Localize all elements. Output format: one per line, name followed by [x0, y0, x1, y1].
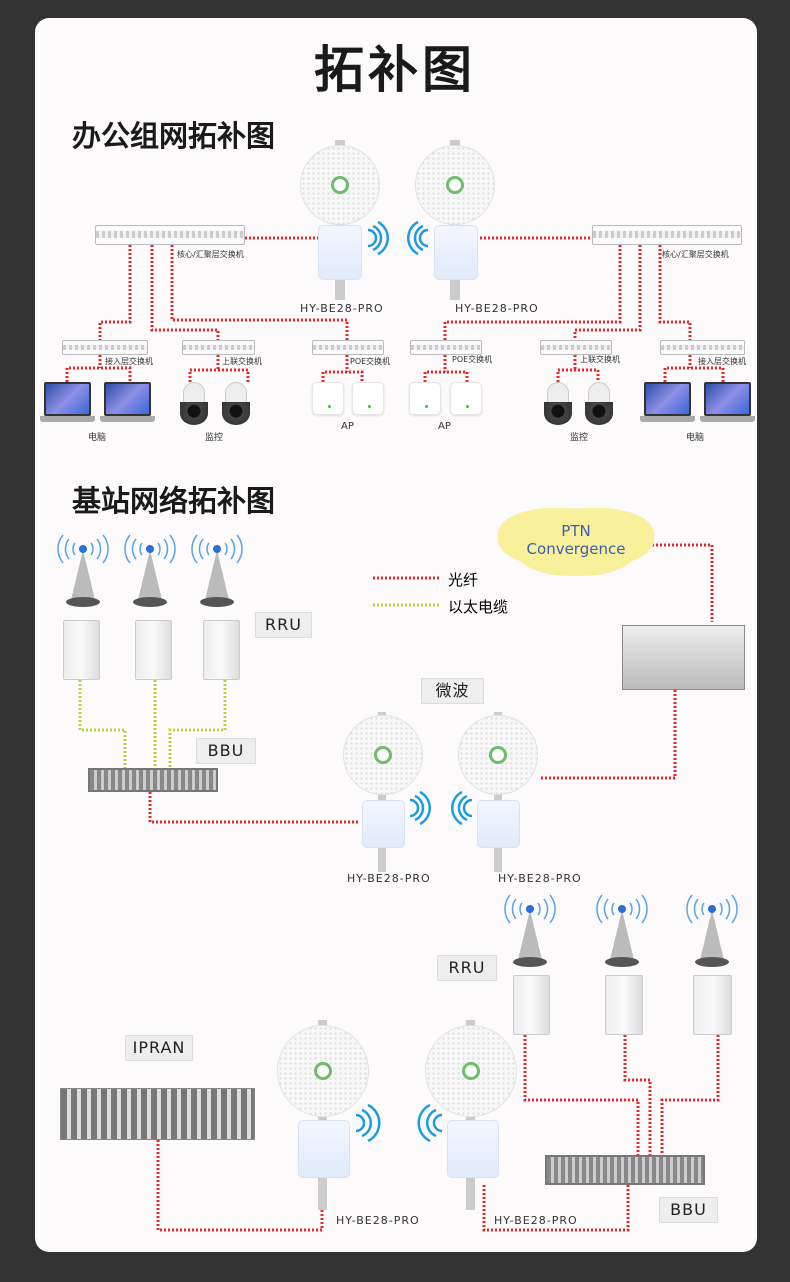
- radio-label: HY-BE28-PRO: [494, 1214, 578, 1227]
- access-switch: [62, 340, 148, 355]
- pc-label: 电脑: [686, 433, 705, 443]
- radio-label: HY-BE28-PRO: [498, 872, 582, 885]
- access-point: [352, 382, 384, 415]
- ap-label: AP: [438, 421, 451, 432]
- rru-unit: [605, 975, 643, 1035]
- antenna-icon: [596, 894, 648, 967]
- radio-dish: [300, 145, 380, 225]
- ptn-convergence-label: Convergence: [526, 540, 626, 558]
- pc-label: 电脑: [88, 433, 107, 443]
- ptn-label: PTN: [561, 522, 591, 540]
- poe-switch: [410, 340, 482, 355]
- bbu-unit: [88, 768, 218, 792]
- radio-unit: [298, 1120, 350, 1178]
- rru-unit: [203, 620, 240, 680]
- base-station-heading: 基站网络拓补图: [72, 484, 276, 518]
- wifi-icons: [355, 220, 473, 1143]
- uplink-switch: [540, 340, 612, 355]
- radio-unit: [434, 225, 478, 280]
- radio-unit: [447, 1120, 499, 1178]
- camera-label: 监控: [205, 433, 224, 443]
- camera: [220, 382, 252, 425]
- camera: [583, 382, 615, 425]
- antenna-icon: [57, 534, 109, 607]
- rru-label: RRU: [437, 955, 497, 981]
- microwave-label: 微波: [421, 678, 484, 704]
- access-switch-label: 接入层交换机: [698, 357, 746, 366]
- camera: [178, 382, 210, 425]
- uplink-switch-label: 上联交换机: [222, 357, 262, 366]
- antenna-towers: [57, 534, 738, 967]
- rru-unit: [63, 620, 100, 680]
- rru-unit: [135, 620, 172, 680]
- core-switch-label: 核心/汇聚层交换机: [177, 250, 244, 259]
- poe-switch: [312, 340, 384, 355]
- access-switch: [660, 340, 745, 355]
- radio-label: HY-BE28-PRO: [300, 302, 384, 315]
- radio-dish: [277, 1025, 369, 1117]
- page-title: 拓补图: [314, 41, 476, 99]
- ethernet-lines: [78, 603, 440, 768]
- uplink-switch: [182, 340, 255, 355]
- radio-dish: [425, 1025, 517, 1117]
- access-point: [450, 382, 482, 415]
- radio-dish: [415, 145, 495, 225]
- poe-switch-label: POE交换机: [350, 357, 391, 366]
- laptop: [40, 382, 95, 422]
- bbu-label: BBU: [659, 1197, 718, 1223]
- bbu-label: BBU: [196, 738, 256, 764]
- laptop: [700, 382, 755, 422]
- antenna-icon: [504, 894, 556, 967]
- access-point: [312, 382, 344, 415]
- antenna-icon: [191, 534, 243, 607]
- radio-label: HY-BE28-PRO: [455, 302, 539, 315]
- radio-dish: [343, 715, 423, 795]
- radio-label: HY-BE28-PRO: [347, 872, 431, 885]
- legend-ethernet-label: 以太电缆: [448, 598, 509, 616]
- ipran-label: IPRAN: [125, 1035, 193, 1061]
- access-switch-label: 接入层交换机: [105, 357, 153, 366]
- antenna-icon: [686, 894, 738, 967]
- ap-label: AP: [341, 421, 354, 432]
- camera: [542, 382, 574, 425]
- core-switch-label: 核心/汇聚层交换机: [662, 250, 729, 259]
- fiber-lines: [65, 236, 725, 1232]
- ptn-equipment: [622, 625, 745, 690]
- radio-unit: [318, 225, 362, 280]
- core-switch-left: [95, 225, 245, 245]
- poe-switch-label: POE交换机: [452, 355, 493, 364]
- camera-label: 监控: [570, 433, 589, 443]
- laptop: [100, 382, 155, 422]
- rru-unit: [693, 975, 732, 1035]
- access-point: [409, 382, 441, 415]
- legend-fiber-label: 光纤: [448, 571, 479, 589]
- uplink-switch-label: 上联交换机: [580, 355, 620, 364]
- laptop: [640, 382, 695, 422]
- radio-unit: [362, 800, 405, 848]
- radio-label: HY-BE28-PRO: [336, 1214, 420, 1227]
- bbu-unit: [545, 1155, 705, 1185]
- ptn-cloud: PTN Convergence: [512, 510, 640, 576]
- rru-label: RRU: [255, 612, 312, 638]
- radio-dish: [458, 715, 538, 795]
- rru-unit: [513, 975, 550, 1035]
- office-heading: 办公组网拓补图: [72, 119, 276, 153]
- ipran-equipment: [60, 1088, 255, 1140]
- antenna-icon: [124, 534, 176, 607]
- core-switch-right: [592, 225, 742, 245]
- radio-unit: [477, 800, 520, 848]
